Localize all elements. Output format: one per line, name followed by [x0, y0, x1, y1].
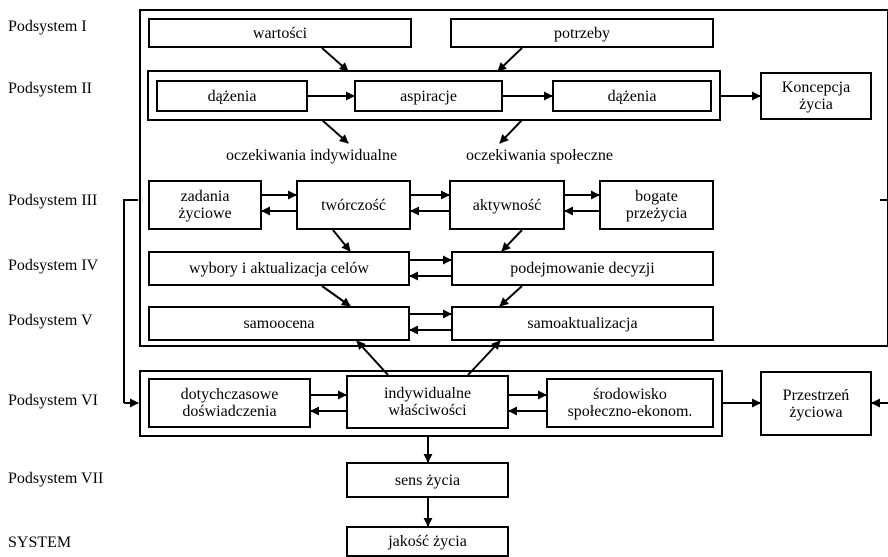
arrow-wlasciwosci-samoocena	[356, 340, 389, 376]
label-podsystem-i: Podsystem I	[8, 18, 87, 35]
arrow-decyzje-samoaktualizacja	[499, 285, 523, 307]
arrow-wartosci-aspiracje	[321, 47, 349, 72]
box-aktywnosc: aktywność	[449, 180, 565, 230]
label-system: SYSTEM	[8, 534, 72, 551]
arrow-tworczosc-wybory	[332, 229, 351, 252]
box-podejmowanie-decyzji: podejmowanie decyzji	[451, 251, 714, 286]
arrow-wlasciwosci-samoaktualizacja	[467, 340, 501, 376]
box-aspiracje: aspiracje	[354, 80, 503, 112]
box-koncepcja-zycia: Koncepcja życia	[760, 72, 872, 120]
text-oczekiwania-indywidualne: oczekiwania indywidualne	[226, 147, 398, 164]
box-samoocena: samoocena	[148, 306, 410, 341]
box-wartosci: wartości	[148, 18, 412, 48]
text-oczekiwania-spoleczne: oczekiwania społeczne	[466, 147, 614, 164]
label-podsystem-v: Podsystem V	[8, 312, 93, 329]
box-indywidualne-wlasciwosci: indywidualne właściwości	[346, 375, 509, 429]
box-sens-zycia: sens życia	[346, 462, 509, 498]
label-podsystem-iii: Podsystem III	[8, 192, 98, 209]
box-tworczosc: twórczość	[296, 180, 411, 230]
box-dotychczasowe-doswiadczenia: dotychczasowe doświadczenia	[148, 378, 311, 428]
box-potrzeby: potrzeby	[450, 18, 714, 48]
label-podsystem-ii: Podsystem II	[8, 80, 92, 97]
box-srodowisko: środowisko społeczno-ekonom.	[546, 378, 714, 428]
arrow-to-oczekiwania-spol	[499, 119, 523, 144]
box-dazenia-right: dążenia	[552, 80, 712, 112]
box-bogate-przezycia: bogate przeżycia	[599, 180, 714, 230]
box-wybory: wybory i aktualizacja celów	[148, 251, 410, 286]
box-samoaktualizacja: samoaktualizacja	[451, 306, 714, 341]
feedback-line-left	[123, 199, 138, 403]
arrow-to-oczekiwania-ind	[321, 119, 349, 144]
arrow-aktywnosc-decyzje	[501, 229, 523, 252]
arrow-potrzeby-aspiracje	[497, 47, 523, 72]
arrow-wybory-samoocena	[321, 285, 351, 307]
label-podsystem-vi: Podsystem VI	[8, 392, 98, 409]
outer-frame	[139, 9, 888, 347]
box-jakosc-zycia: jakość życia	[346, 526, 509, 557]
label-podsystem-vii: Podsystem VII	[8, 470, 104, 487]
label-podsystem-iv: Podsystem IV	[8, 257, 99, 274]
box-przestrzen-zyciowa: Przestrzeń życiowa	[760, 371, 872, 436]
box-zadania-zyciowe: zadania życiowe	[148, 180, 262, 230]
box-dazenia-left: dążenia	[156, 80, 308, 112]
